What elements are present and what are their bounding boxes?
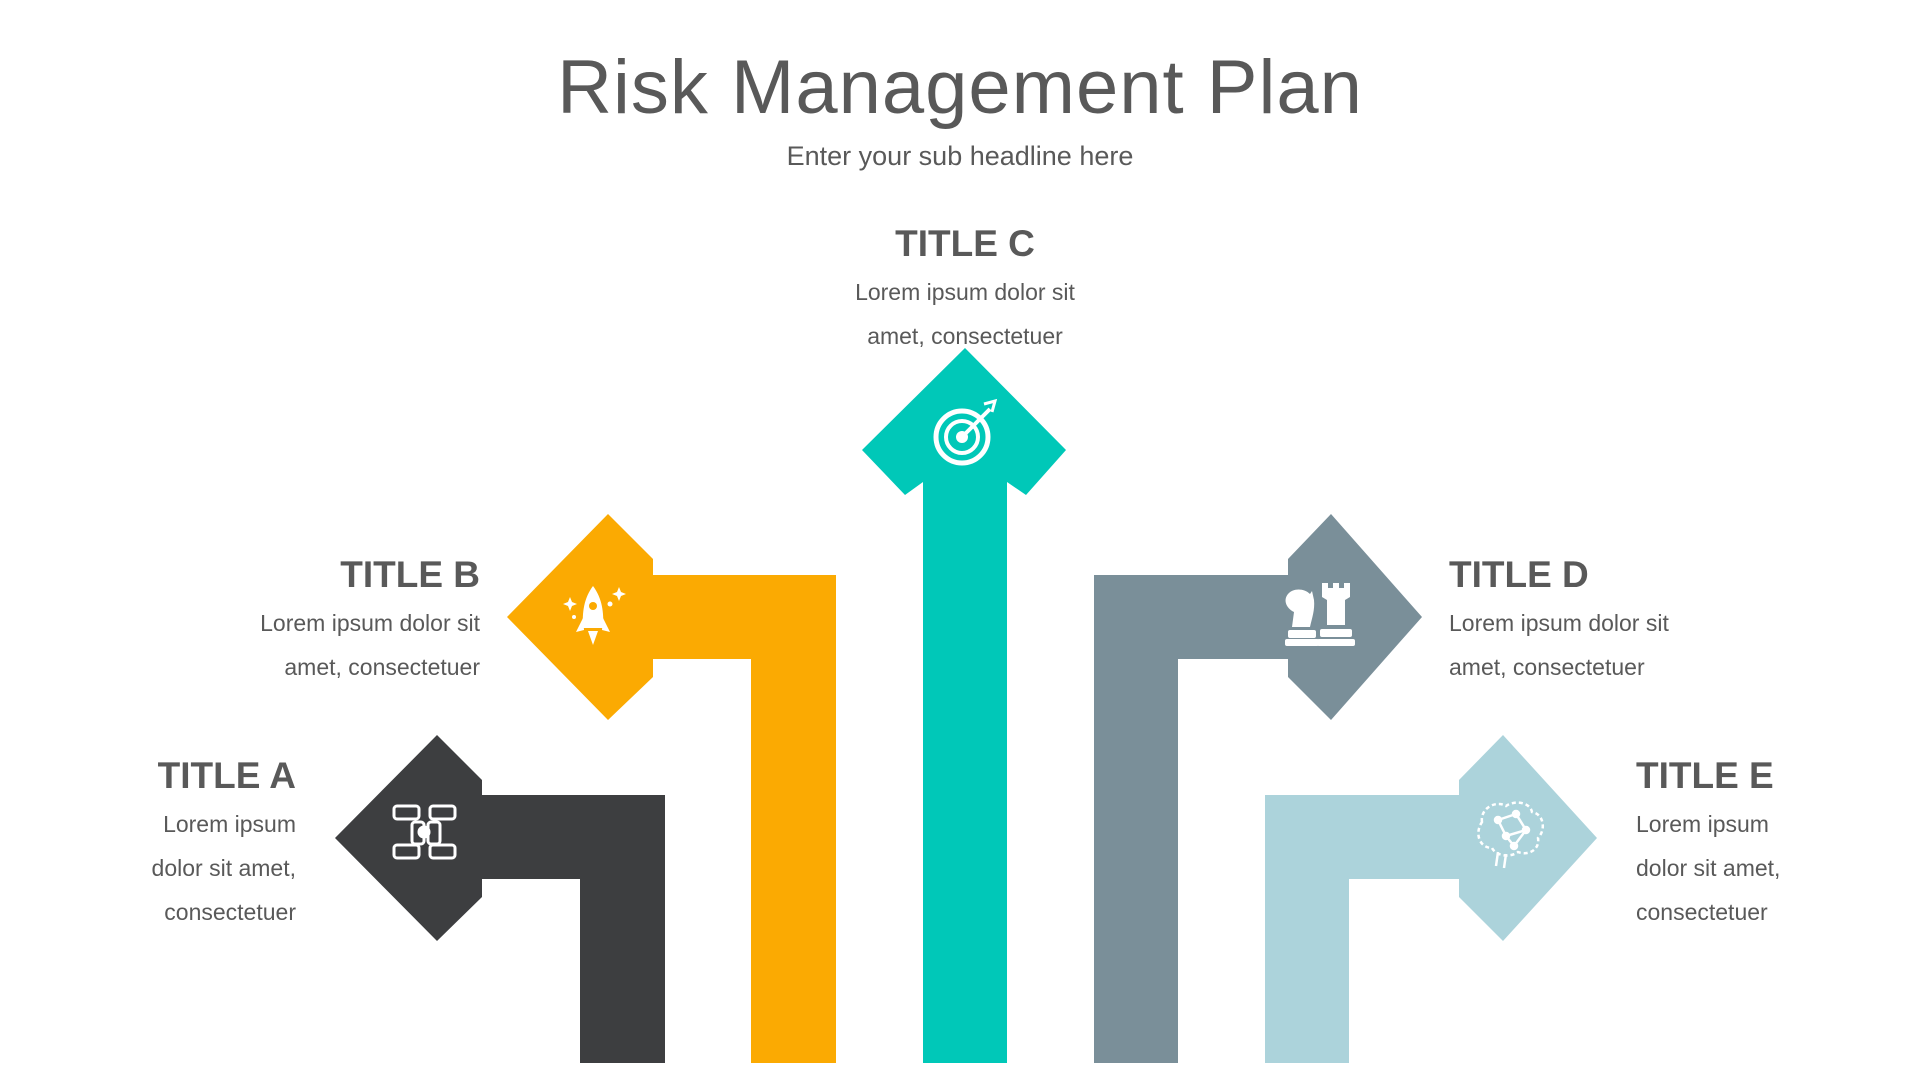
arrow-a xyxy=(335,735,665,1063)
page-subtitle: Enter your sub headline here xyxy=(786,141,1134,171)
block-e-line-3: consectetuer xyxy=(1636,899,1768,926)
arrow-d xyxy=(1094,514,1422,1063)
block-b-text: Lorem ipsum dolor sit amet, consectetuer xyxy=(200,601,480,689)
arrow-b-shape xyxy=(507,514,836,1063)
block-a-line-3: consectetuer xyxy=(164,899,296,926)
block-c-text: Lorem ipsum dolor sit amet, consectetuer xyxy=(805,270,1125,358)
arrow-e-shape xyxy=(1265,735,1597,1063)
block-a: TITLE A Lorem ipsum dolor sit amet, cons… xyxy=(110,754,296,934)
block-d-line-2: amet, consectetuer xyxy=(1449,654,1645,681)
target-icon xyxy=(933,398,998,466)
block-a-text: Lorem ipsum dolor sit amet, consectetuer xyxy=(110,802,296,934)
block-b: TITLE B Lorem ipsum dolor sit amet, cons… xyxy=(200,553,480,689)
block-d: TITLE D Lorem ipsum dolor sit amet, cons… xyxy=(1449,553,1749,689)
block-c-line-1: Lorem ipsum dolor sit xyxy=(855,279,1075,306)
block-a-line-2: dolor sit amet, xyxy=(151,855,296,882)
block-c-title: TITLE C xyxy=(895,223,1035,264)
block-e-title: TITLE E xyxy=(1636,755,1774,796)
arrow-b xyxy=(507,514,836,1063)
block-c-line-2: amet, consectetuer xyxy=(867,323,1063,350)
brain-network-icon xyxy=(1477,801,1545,869)
block-b-title: TITLE B xyxy=(340,554,480,595)
arrow-e xyxy=(1265,735,1597,1063)
block-e-text: Lorem ipsum dolor sit amet, consectetuer xyxy=(1636,802,1896,934)
rocket-icon xyxy=(563,586,626,645)
block-e-line-2: dolor sit amet, xyxy=(1636,855,1781,882)
block-c: TITLE C Lorem ipsum dolor sit amet, cons… xyxy=(805,222,1125,358)
block-d-line-1: Lorem ipsum dolor sit xyxy=(1449,610,1669,637)
block-a-line-1: Lorem ipsum xyxy=(163,811,296,838)
block-d-title: TITLE D xyxy=(1449,554,1589,595)
arrow-c xyxy=(862,348,1066,1063)
arrow-a-shape xyxy=(335,735,665,1063)
teamwork-hands-icon xyxy=(392,804,457,860)
page-title: Risk Management Plan xyxy=(557,45,1363,130)
block-b-line-2: amet, consectetuer xyxy=(284,654,480,681)
block-a-title: TITLE A xyxy=(157,755,296,796)
arrow-c-shape xyxy=(862,348,1066,1063)
block-b-line-1: Lorem ipsum dolor sit xyxy=(260,610,480,637)
block-e-line-1: Lorem ipsum xyxy=(1636,811,1769,838)
block-d-text: Lorem ipsum dolor sit amet, consectetuer xyxy=(1449,601,1749,689)
arrow-d-shape xyxy=(1094,514,1422,1063)
block-e: TITLE E Lorem ipsum dolor sit amet, cons… xyxy=(1636,754,1896,934)
chess-pieces-icon xyxy=(1285,583,1355,646)
